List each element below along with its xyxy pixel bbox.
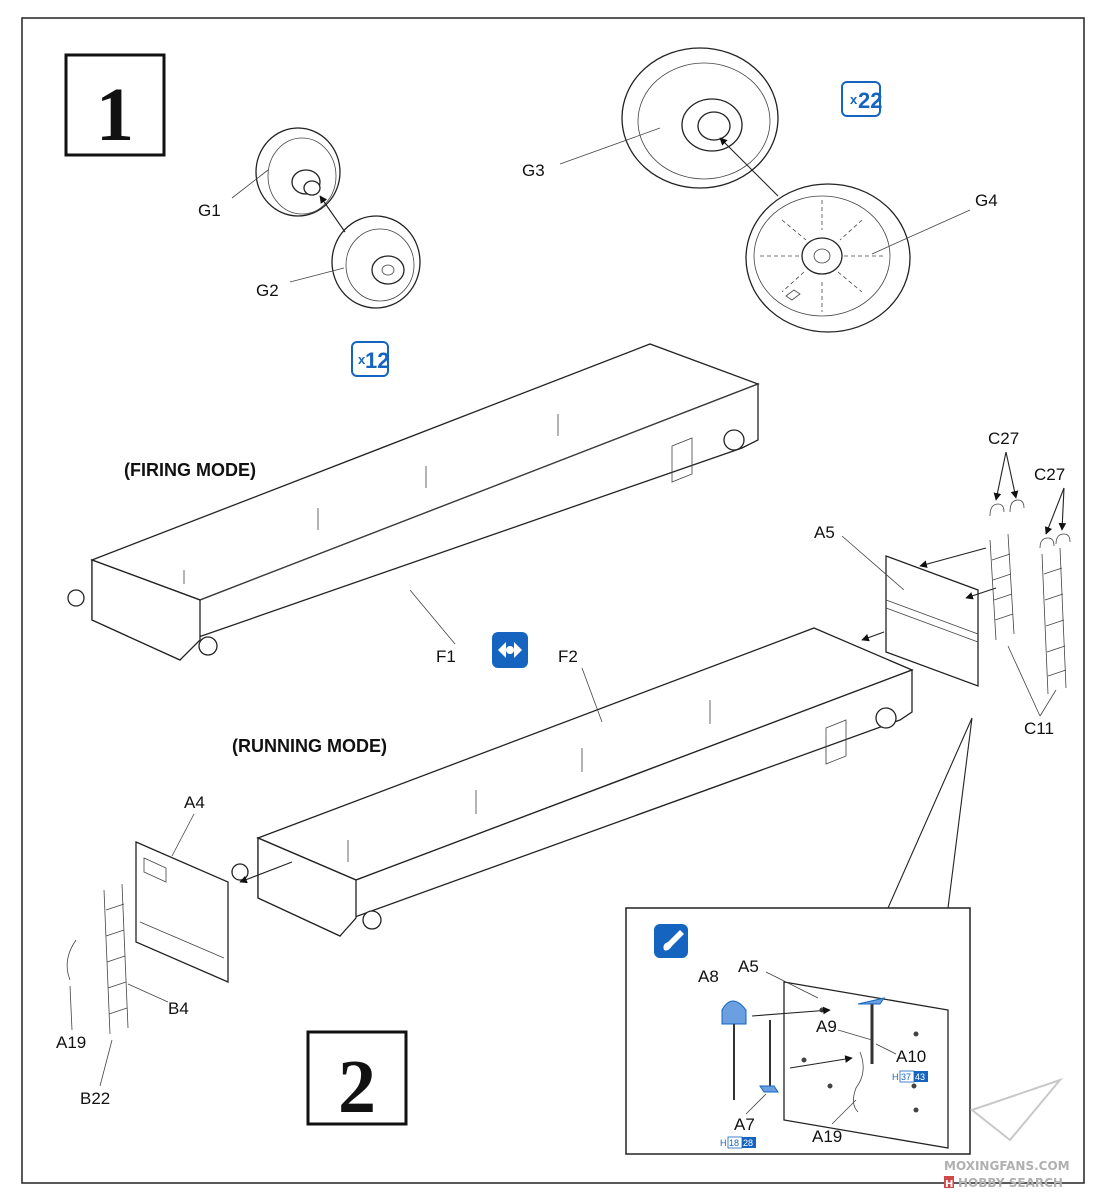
ladder-part-c11-right (1041, 547, 1067, 695)
detail-callout: A5 A8 A9 A10 H 37 43 A7 H 18 28 A19 (625, 907, 971, 1155)
paint-ref-a10: H 37 43 (892, 1070, 928, 1083)
part-label-g2: G2 (256, 281, 279, 300)
ladder-part-b22 (103, 883, 129, 1035)
part-a7 (759, 1020, 779, 1093)
step-1-box: 1 (64, 53, 166, 157)
hull-part-f1 (67, 343, 760, 661)
plate-part-a4 (135, 841, 229, 983)
part-a8 (721, 1000, 747, 1100)
svg-text:37: 37 (901, 1072, 911, 1082)
step-number-2: 2 (338, 1045, 376, 1129)
detail-label-a10: A10 (896, 1047, 926, 1066)
wheel-part-g2 (331, 215, 421, 309)
hull-part-f2 (231, 627, 914, 937)
part-label-a19: A19 (56, 1033, 86, 1052)
svg-text:H: H (720, 1138, 727, 1148)
svg-text:H: H (945, 1179, 953, 1190)
part-label-b4: B4 (168, 999, 189, 1018)
part-label-g1: G1 (198, 201, 221, 220)
svg-text:H: H (892, 1072, 899, 1082)
wheel-part-g3 (621, 47, 779, 189)
detail-label-a9: A9 (816, 1017, 837, 1036)
choose-option-icon (492, 632, 528, 668)
svg-text:22: 22 (858, 88, 882, 113)
step-number-1: 1 (96, 73, 134, 157)
wheel-part-g1 (255, 127, 341, 217)
wheel-part-g4 (745, 183, 911, 333)
svg-text:x: x (358, 352, 366, 367)
firing-mode-label: (FIRING MODE) (124, 460, 256, 480)
svg-text:28: 28 (743, 1138, 753, 1148)
running-mode-label: (RUNNING MODE) (232, 736, 387, 756)
detail-label-a19: A19 (812, 1127, 842, 1146)
watermark: MOXINGFANS.COM H HOBBY SEARCH (944, 1077, 1070, 1190)
paint-ref-a7: H 18 28 (720, 1136, 756, 1149)
svg-text:MOXINGFANS.COM: MOXINGFANS.COM (944, 1159, 1070, 1173)
part-label-b22: B22 (80, 1089, 110, 1108)
part-a10 (857, 997, 886, 1064)
svg-text:18: 18 (729, 1138, 739, 1148)
step-2-box: 2 (306, 1030, 408, 1129)
quantity-badge-x12: x 12 (351, 341, 389, 377)
part-label-a4: A4 (184, 793, 205, 812)
part-label-a5: A5 (814, 523, 835, 542)
detail-label-a8: A8 (698, 967, 719, 986)
page-frame (21, 17, 1085, 1184)
paint-brush-icon (654, 924, 688, 958)
svg-text:43: 43 (915, 1072, 925, 1082)
ladder-part-c11-left (989, 533, 1015, 641)
svg-text:12: 12 (365, 348, 389, 373)
part-label-c27-right: C27 (1034, 465, 1065, 484)
part-label-c11: C11 (1024, 719, 1054, 738)
quantity-badge-x22: x 22 (841, 81, 882, 117)
part-label-f2: F2 (558, 647, 578, 666)
part-label-f1: F1 (436, 647, 456, 666)
part-label-c27-left: C27 (988, 429, 1019, 448)
part-label-g3: G3 (522, 161, 545, 180)
plate-part-a5 (885, 555, 979, 687)
svg-text:HOBBY SEARCH: HOBBY SEARCH (958, 1176, 1063, 1190)
svg-text:x: x (850, 92, 858, 107)
detail-label-a7: A7 (734, 1115, 755, 1134)
detail-label-a5: A5 (738, 957, 759, 976)
part-label-g4: G4 (975, 191, 998, 210)
